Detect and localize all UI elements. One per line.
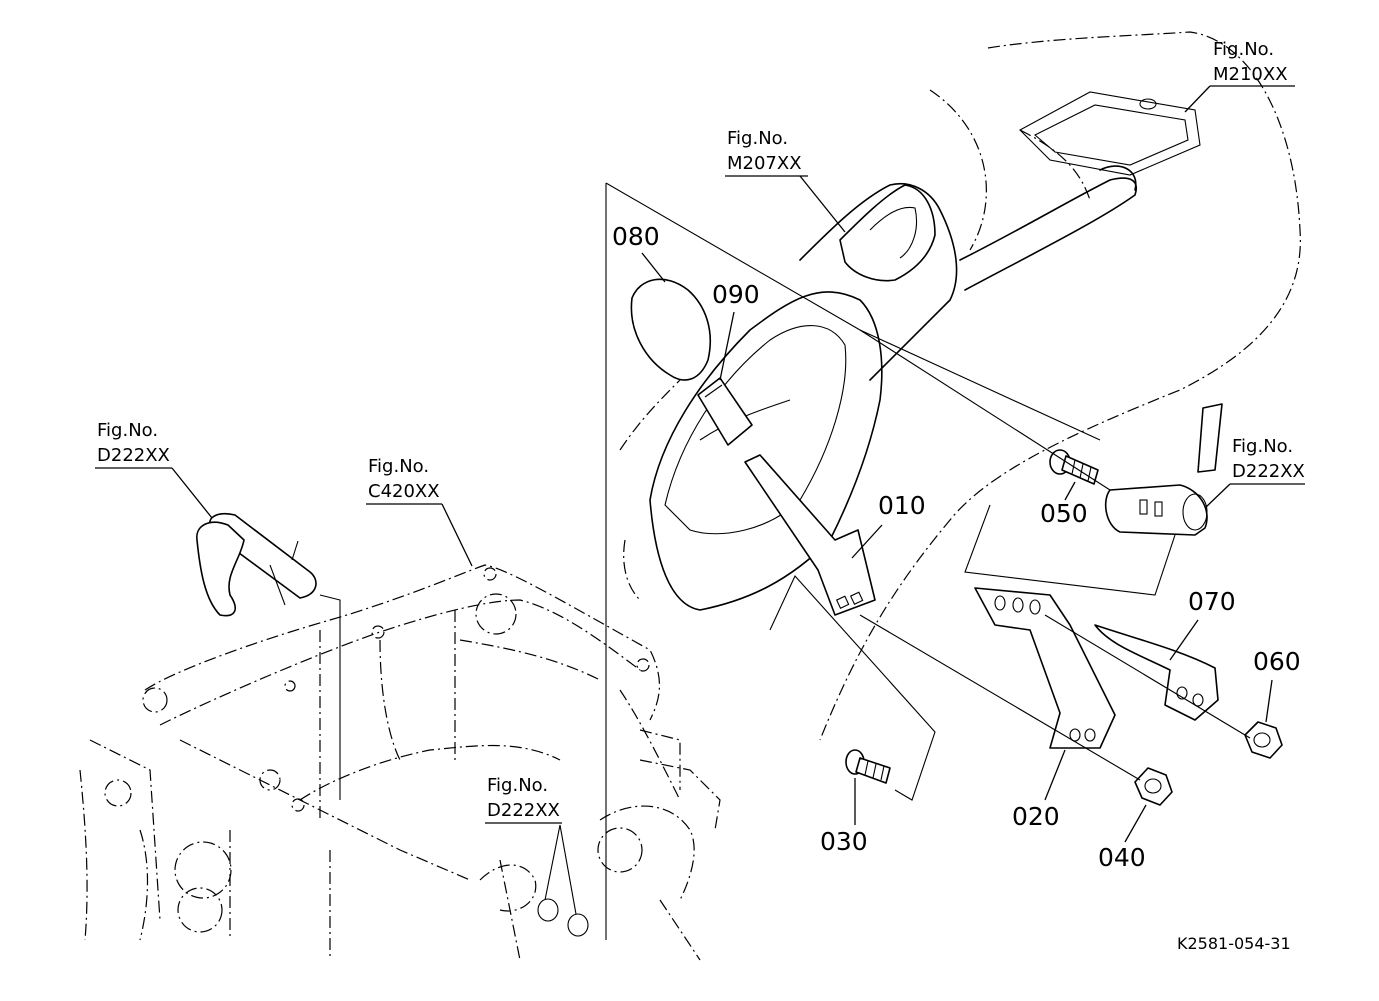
bracket-020 (974, 587, 1116, 749)
callout-010: 010 (851, 491, 926, 559)
callout-090: 090 (712, 280, 760, 381)
callout-080: 080 (612, 222, 666, 283)
clip-090 (697, 377, 753, 446)
fig-ref-code: D222XX (1232, 461, 1305, 482)
fender-outline (819, 31, 1301, 741)
part-number: 030 (820, 827, 868, 856)
nut-040 (1134, 767, 1173, 806)
part-number: 010 (878, 491, 926, 520)
diagram-id: K2581-054-31 (1177, 934, 1291, 953)
fig-ref-d222-bottom: Fig.No. D222XX (485, 775, 562, 824)
part-number: 070 (1188, 587, 1236, 616)
shift-arm-d222 (196, 512, 341, 800)
fig-ref-label: Fig.No. (487, 775, 548, 796)
plate-070 (1094, 624, 1219, 721)
assembly-plane (605, 182, 1101, 940)
o-rings (537, 824, 589, 937)
part-number: 090 (712, 280, 760, 309)
callout-060: 060 (1253, 647, 1301, 723)
joint-d222 (1104, 403, 1223, 536)
fig-ref-c420: Fig.No. C420XX (366, 456, 473, 567)
console-shroud (619, 183, 958, 611)
transmission-case (79, 564, 721, 961)
callout-040: 040 (1098, 804, 1147, 872)
fig-ref-label: Fig.No. (368, 456, 429, 477)
part-number: 080 (612, 222, 660, 251)
knob-080 (630, 278, 712, 381)
nut-060 (1244, 721, 1283, 759)
callout-050: 050 (1040, 481, 1088, 528)
fig-ref-m210: Fig.No. M210XX (1184, 39, 1295, 113)
lever-010 (744, 454, 876, 616)
fig-ref-code: D222XX (487, 800, 560, 821)
fig-ref-m207: Fig.No. M207XX (725, 128, 846, 233)
fig-ref-label: Fig.No. (1213, 39, 1274, 60)
bolt-030 (845, 749, 891, 784)
fig-ref-d222-right: Fig.No. D222XX (1204, 436, 1305, 509)
callout-030: 030 (820, 778, 868, 856)
callout-070: 070 (1169, 587, 1236, 661)
fig-ref-code: M210XX (1213, 64, 1288, 85)
fig-ref-label: Fig.No. (1232, 436, 1293, 457)
fig-ref-d222-left: Fig.No. D222XX (95, 420, 213, 519)
part-number: 040 (1098, 843, 1146, 872)
fig-ref-code: D222XX (97, 445, 170, 466)
part-number: 020 (1012, 802, 1060, 831)
part-number: 050 (1040, 499, 1088, 528)
callout-020: 020 (1012, 749, 1066, 831)
fig-ref-label: Fig.No. (97, 420, 158, 441)
fig-ref-code: M207XX (727, 153, 802, 174)
bolt-050 (1049, 449, 1099, 485)
fig-ref-code: C420XX (368, 481, 440, 502)
assembly-lines (769, 329, 1251, 801)
fig-ref-label: Fig.No. (727, 128, 788, 149)
part-number: 060 (1253, 647, 1301, 676)
